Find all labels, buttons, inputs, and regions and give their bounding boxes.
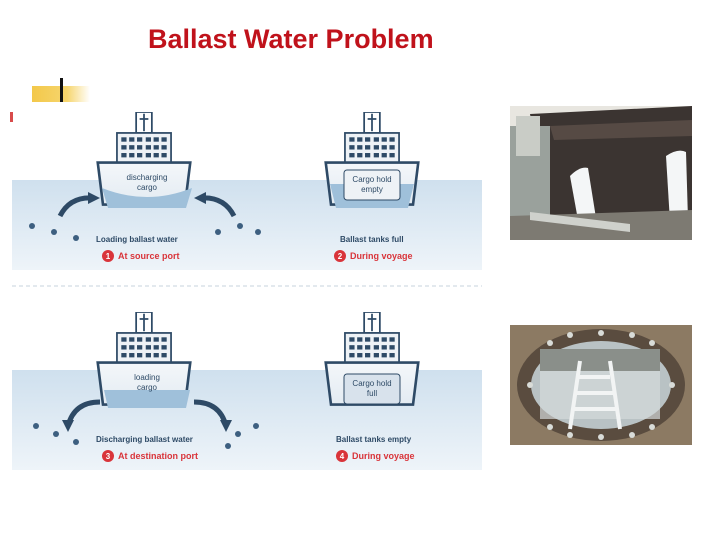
organism-icons xyxy=(29,223,261,449)
slide-title: Ballast Water Problem xyxy=(148,24,434,54)
panel-caption: Ballast tanks full xyxy=(340,235,404,244)
ship-label-2: cargo xyxy=(137,183,158,192)
panel-caption: Loading ballast water xyxy=(96,235,178,244)
step-number: 2 xyxy=(338,252,343,261)
step-text: At destination port xyxy=(118,451,198,461)
ship-label-1: loading xyxy=(134,373,160,382)
ballast-tank-hatch-photo xyxy=(510,325,692,445)
ship-discharging-ballast-photo xyxy=(510,106,692,240)
panel-caption: Discharging ballast water xyxy=(96,435,193,444)
ballast-cycle-diagram: discharging cargo Loading ballast water … xyxy=(12,100,482,490)
step-text: At source port xyxy=(118,251,180,261)
step-number: 4 xyxy=(340,452,345,461)
step-number: 1 xyxy=(106,252,111,261)
panel-loading-ballast: discharging cargo Loading ballast water … xyxy=(57,112,237,262)
step-text: During voyage xyxy=(352,451,415,461)
panel-ballast-empty: Cargo hold full Ballast tanks empty 4 Du… xyxy=(324,312,420,462)
ship-label-2: empty xyxy=(361,185,383,194)
ship-label-1: Cargo hold xyxy=(352,175,391,184)
accent-line xyxy=(60,78,63,102)
step-number: 3 xyxy=(106,452,111,461)
ship-label-1: Cargo hold xyxy=(352,379,391,388)
ship-label-2: cargo xyxy=(137,383,158,392)
panel-ballast-full: Cargo hold empty Ballast tanks full 2 Du… xyxy=(324,112,420,262)
panel-discharging-ballast: loading cargo Discharging ballast water … xyxy=(62,312,232,462)
panel-caption: Ballast tanks empty xyxy=(336,435,412,444)
ship-label-1: discharging xyxy=(127,173,168,182)
accent-mark xyxy=(10,112,13,122)
ship-label-2: full xyxy=(367,389,377,398)
step-text: During voyage xyxy=(350,251,413,261)
